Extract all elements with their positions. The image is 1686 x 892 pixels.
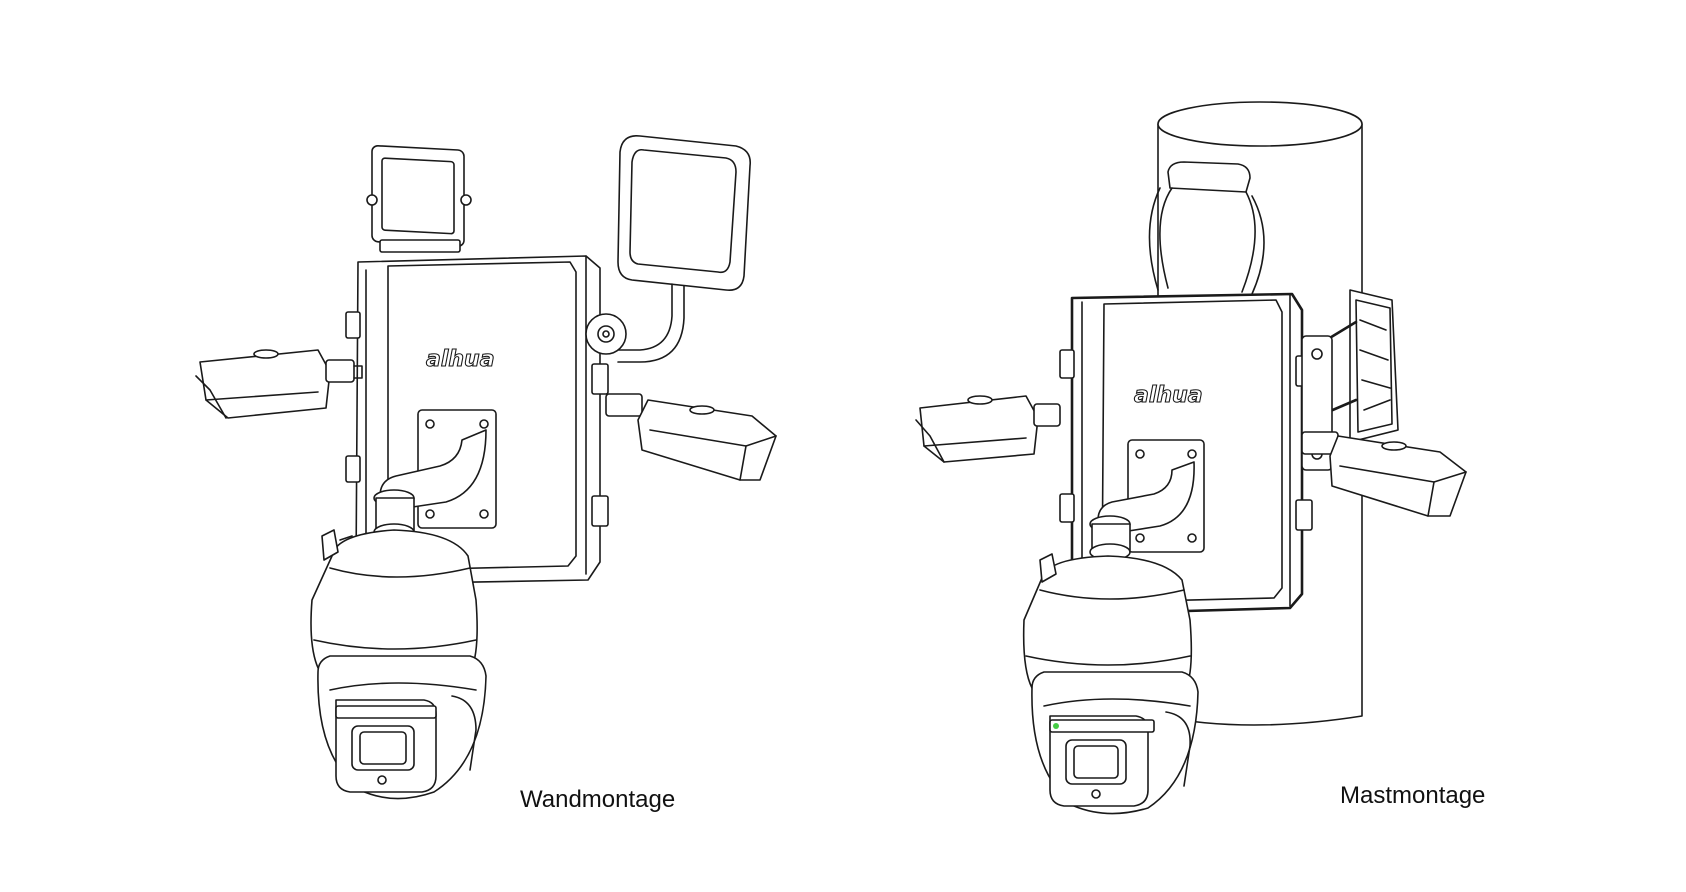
lifting-handle — [1148, 161, 1265, 295]
brand-logo-pole: alhua — [1134, 383, 1203, 408]
wall-mount-assembly: alhua — [195, 135, 777, 800]
status-indicator-icon — [1053, 723, 1059, 729]
floodlight — [366, 145, 472, 253]
pole-mount-assembly: alhua — [915, 101, 1467, 815]
brand-logo: alhua — [426, 347, 495, 372]
bullet-camera-left-pole — [915, 395, 1061, 463]
bullet-camera-left — [195, 349, 363, 419]
bullet-camera-right-pole — [1301, 431, 1467, 517]
ptz-dome-camera — [310, 529, 487, 800]
caption-wall-mount: Wandmontage — [520, 786, 676, 813]
antenna-panel — [585, 135, 752, 363]
dome-bracket-pole — [1089, 461, 1195, 561]
caption-pole-mount: Mastmontage — [1340, 782, 1486, 809]
bullet-camera-right — [605, 393, 777, 481]
ptz-dome-camera-pole — [1022, 553, 1199, 815]
